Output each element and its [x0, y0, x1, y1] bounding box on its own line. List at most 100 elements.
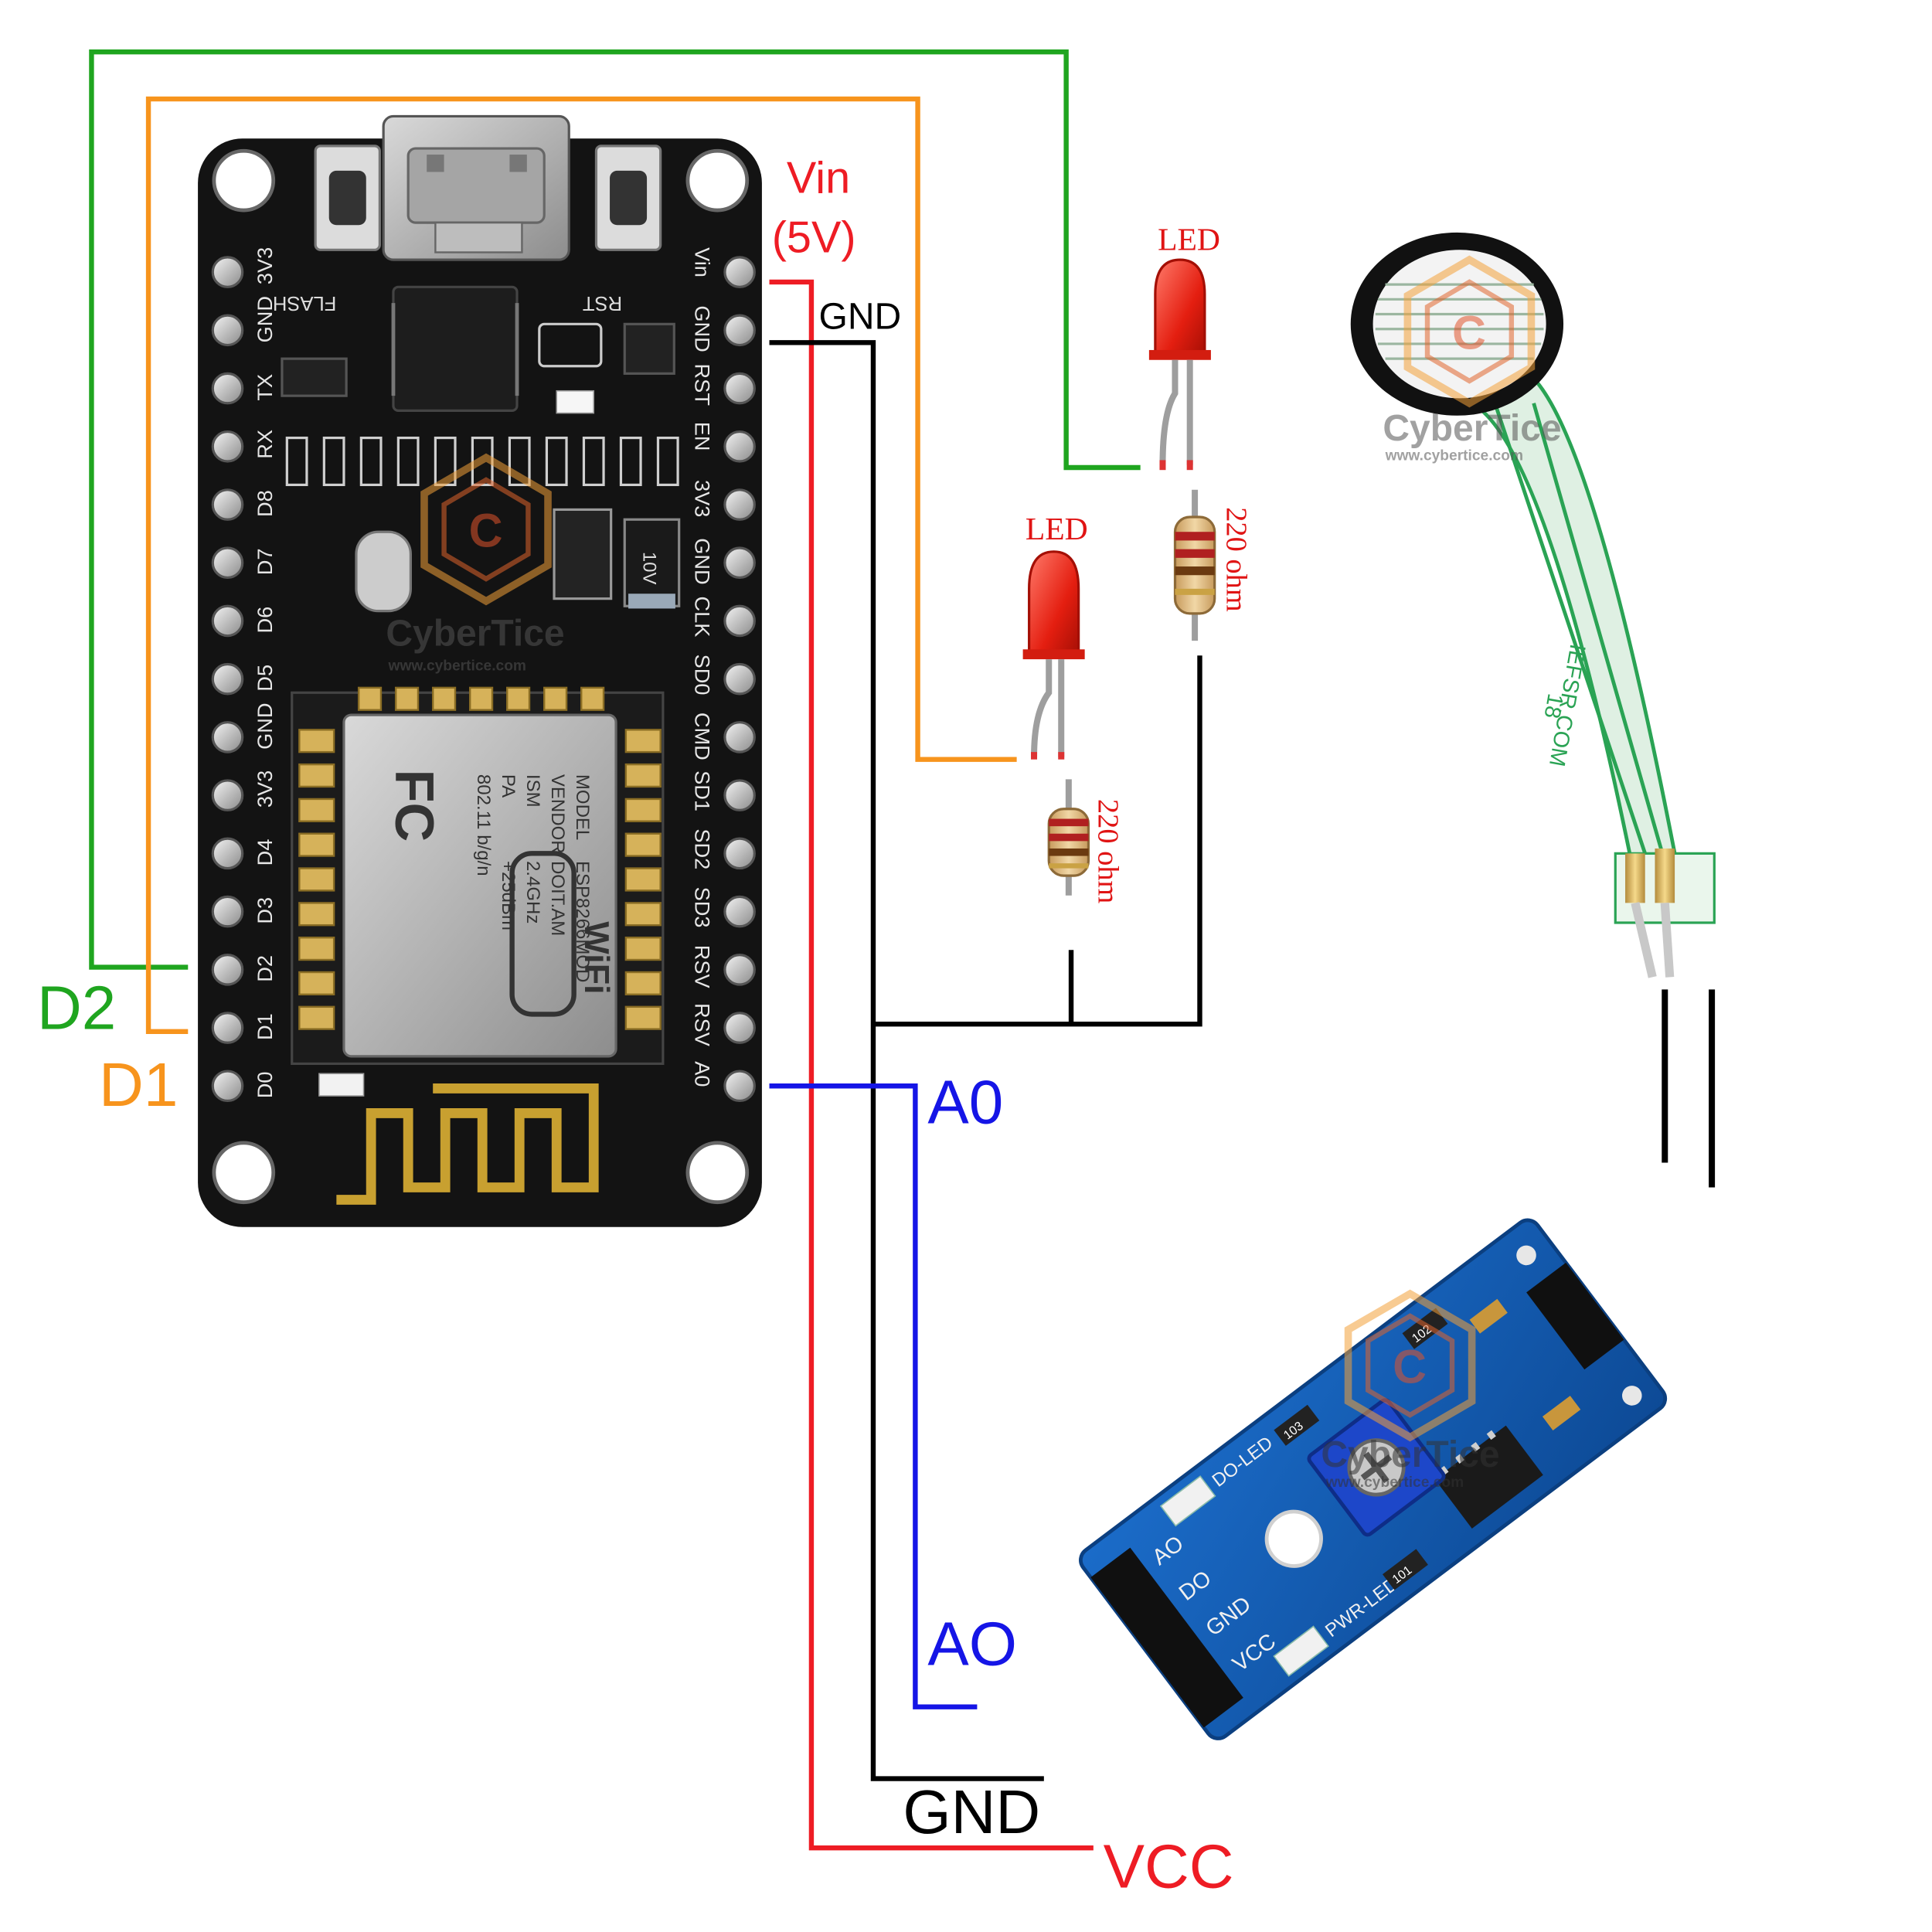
wire-d1 — [145, 96, 1017, 1035]
watermark-name: CyberTice — [1321, 1434, 1499, 1475]
right-pin-label: GND — [690, 538, 714, 584]
right-pin-label: EN — [690, 422, 714, 451]
left-pin — [211, 721, 244, 753]
watermark-name: CyberTice — [1383, 408, 1561, 449]
watermark-logo: C CyberTice www.cybertice.com C CyberTic… — [386, 255, 1562, 1491]
right-pin — [723, 953, 756, 986]
led-2 — [1148, 258, 1211, 471]
right-pin-header: VinGNDRSTEN3V3GNDCLKSD0CMDSD1SD2SD3RSVRS… — [690, 247, 756, 1103]
watermark-url: www.cybertice.com — [1325, 1475, 1464, 1491]
left-pin-label: 3V3 — [253, 770, 277, 808]
wifi-led — [318, 1073, 365, 1097]
smd-resistor-1 — [1274, 1404, 1320, 1446]
sensor-model: 18 — [1539, 692, 1567, 720]
right-pin — [723, 895, 756, 928]
module-vendor-label: VENDOR — [547, 774, 568, 854]
resistor-2 — [1173, 489, 1216, 641]
module-pins — [1042, 1576, 1208, 1751]
wire-ao — [769, 1083, 978, 1709]
left-pin — [211, 256, 244, 288]
wire-gnd — [769, 340, 1044, 1781]
regulator — [281, 357, 348, 397]
svg-text:WiFi: WiFi — [577, 921, 616, 994]
flash-label: FLASH — [273, 292, 336, 314]
pcb-antenna — [336, 1083, 599, 1205]
cap-label: 10V — [638, 552, 659, 585]
left-pin — [211, 953, 244, 986]
right-pin — [723, 314, 756, 347]
watermark-url: www.cybertice.com — [388, 658, 526, 674]
svg-text:C: C — [1393, 1340, 1427, 1393]
module-model-label: MODEL — [572, 774, 593, 840]
right-pin-label: RSV — [690, 945, 714, 989]
smd-resistor-2 — [1383, 1549, 1428, 1590]
left-pin — [211, 895, 244, 928]
status-led — [556, 389, 595, 414]
right-pin — [723, 662, 756, 696]
right-pin-label: GND — [690, 305, 714, 352]
left-pin-label: D8 — [253, 490, 277, 517]
right-pin-label: SD3 — [690, 887, 714, 928]
wire-d2 — [89, 49, 1141, 970]
right-pin — [723, 604, 756, 638]
vin-label: Vin — [787, 154, 850, 203]
right-pin — [723, 721, 756, 753]
right-pin-label: SD2 — [690, 828, 714, 869]
left-pin — [211, 372, 244, 405]
svg-text:C: C — [469, 504, 503, 556]
mount-hole — [212, 148, 276, 213]
left-pin — [211, 488, 244, 521]
left-pin — [211, 779, 244, 811]
right-pin — [723, 837, 756, 870]
module-pa-value: +25dBm — [498, 861, 519, 930]
fc-logo: FC — [384, 770, 445, 842]
right-pin-label: SD0 — [690, 655, 714, 696]
module-vendor-value: DOIT.AM — [547, 861, 568, 936]
led-1-label: LED — [1026, 512, 1088, 547]
nodemcu-board: FLASH RST 10V — [198, 114, 762, 1227]
right-pin-label: SD1 — [690, 770, 714, 811]
right-pin-label: A0 — [690, 1061, 714, 1087]
wires — [89, 49, 1716, 1851]
watermark-url: www.cybertice.com — [1385, 447, 1523, 464]
left-pin-label: D6 — [253, 607, 277, 634]
right-pin-label: CMD — [690, 713, 714, 760]
left-pin — [211, 604, 244, 638]
left-pin — [211, 546, 244, 580]
smd-pair — [538, 322, 603, 368]
module-hole — [1264, 1509, 1323, 1568]
right-pin — [723, 430, 756, 463]
left-pin-label: RX — [253, 430, 277, 459]
cap-stripe — [628, 594, 675, 609]
mount-hole — [685, 1141, 750, 1205]
gnd-top-label: GND — [819, 297, 902, 338]
left-pin-label: 3V3 — [253, 247, 277, 284]
left-pin-label: GND — [253, 702, 277, 749]
right-pin-label: Vin — [690, 247, 714, 277]
left-pin-label: D0 — [253, 1071, 277, 1098]
left-pin-label: D4 — [253, 839, 277, 866]
resistor-2-label: 220 ohm — [1220, 507, 1253, 612]
rf-shield — [342, 713, 617, 1058]
right-pin — [723, 488, 756, 521]
gnd-module-label: GND — [903, 1777, 1040, 1846]
smd-capacitor — [1542, 1396, 1581, 1430]
a0-board-label: A0 — [927, 1067, 1003, 1136]
left-pin — [211, 1012, 244, 1044]
rst-button[interactable] — [594, 145, 662, 251]
ao-module-label: AO — [927, 1609, 1017, 1678]
watermark-name: CyberTice — [386, 613, 564, 654]
wire-vcc — [769, 279, 1094, 1851]
module-pa-label: PA — [498, 774, 519, 798]
d2-label: D2 — [37, 974, 116, 1043]
mount-hole — [212, 1141, 276, 1205]
flash-button[interactable] — [314, 145, 381, 251]
ldo-regulator — [553, 508, 613, 600]
left-pin — [211, 1070, 244, 1103]
wire-gnd-led2 — [872, 655, 1202, 1027]
left-pin-label: D7 — [253, 548, 277, 575]
d1-label: D1 — [99, 1050, 178, 1119]
left-pin — [211, 430, 244, 463]
